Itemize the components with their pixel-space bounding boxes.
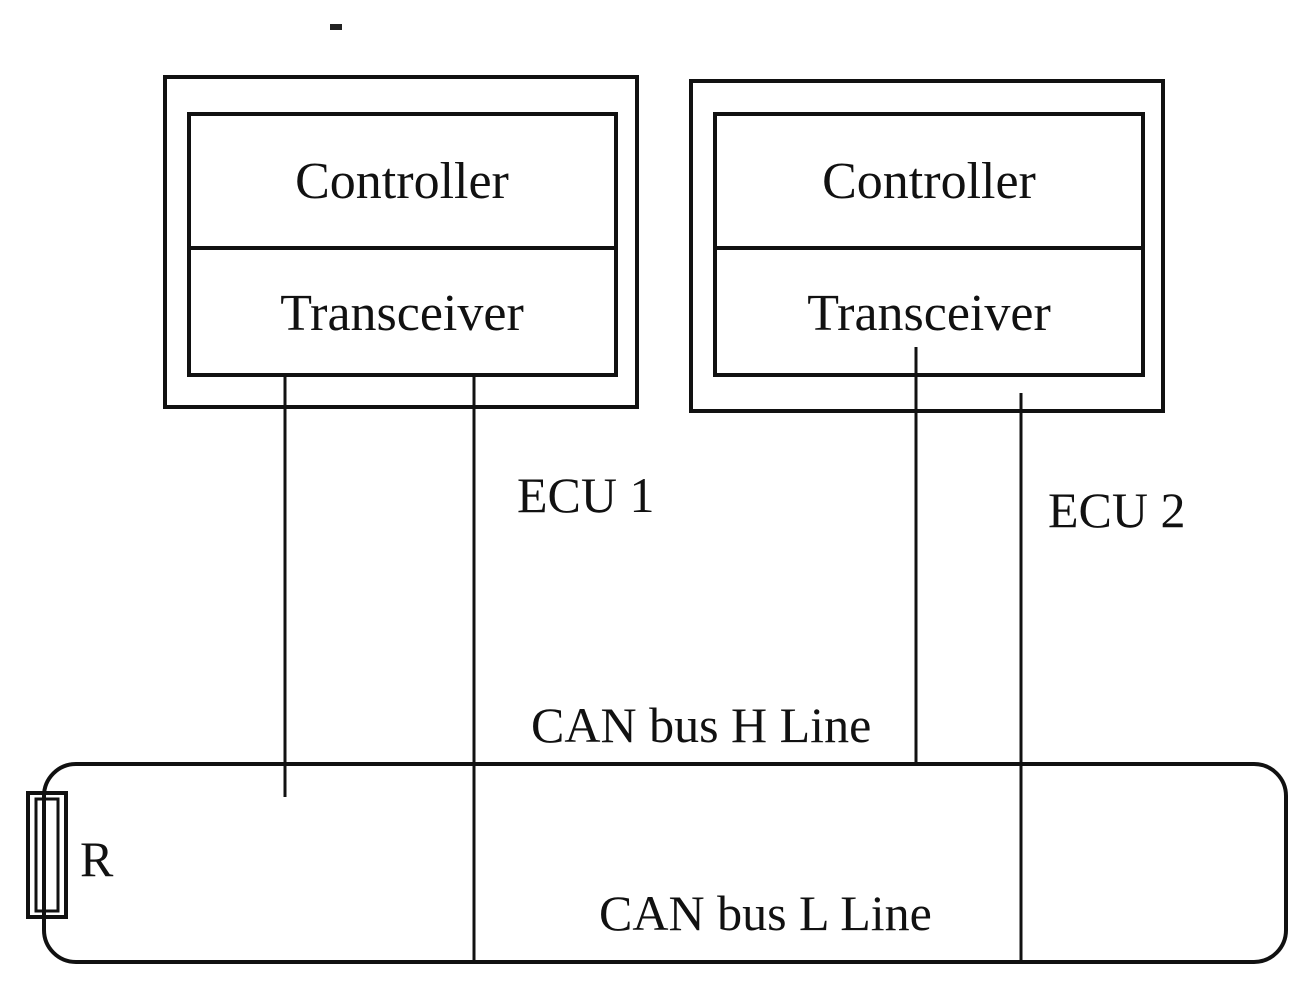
- resistor-outer: [26, 791, 68, 919]
- termination-resistor: R: [26, 791, 114, 919]
- ecu-2: Controller Transceiver ECU 2: [689, 79, 1186, 538]
- ecu-1-transceiver-label: Transceiver: [280, 285, 524, 342]
- resistor-label: R: [80, 831, 114, 887]
- can-bus-h-line-label: CAN bus H Line: [531, 697, 871, 753]
- ecu-2-transceiver-label: Transceiver: [807, 285, 1051, 342]
- can-bus-l-line-label: CAN bus L Line: [599, 885, 932, 941]
- ecu-2-outer-box: [689, 79, 1165, 413]
- ecu-1: Controller Transceiver ECU 1: [163, 75, 655, 523]
- ecu-2-transceiver-box: [713, 246, 1145, 377]
- ecu-2-name: ECU 2: [1048, 482, 1186, 538]
- ecu-1-controller-label: Controller: [295, 153, 509, 210]
- ecu-1-name: ECU 1: [517, 467, 655, 523]
- resistor-inner: [34, 797, 60, 913]
- can-bus-loop: [42, 762, 1288, 964]
- ecu-1-transceiver-box: [187, 246, 618, 377]
- ecu-2-controller-label: Controller: [822, 153, 1036, 210]
- stray-mark: [330, 24, 342, 30]
- ecu-1-outer-box: [163, 75, 639, 409]
